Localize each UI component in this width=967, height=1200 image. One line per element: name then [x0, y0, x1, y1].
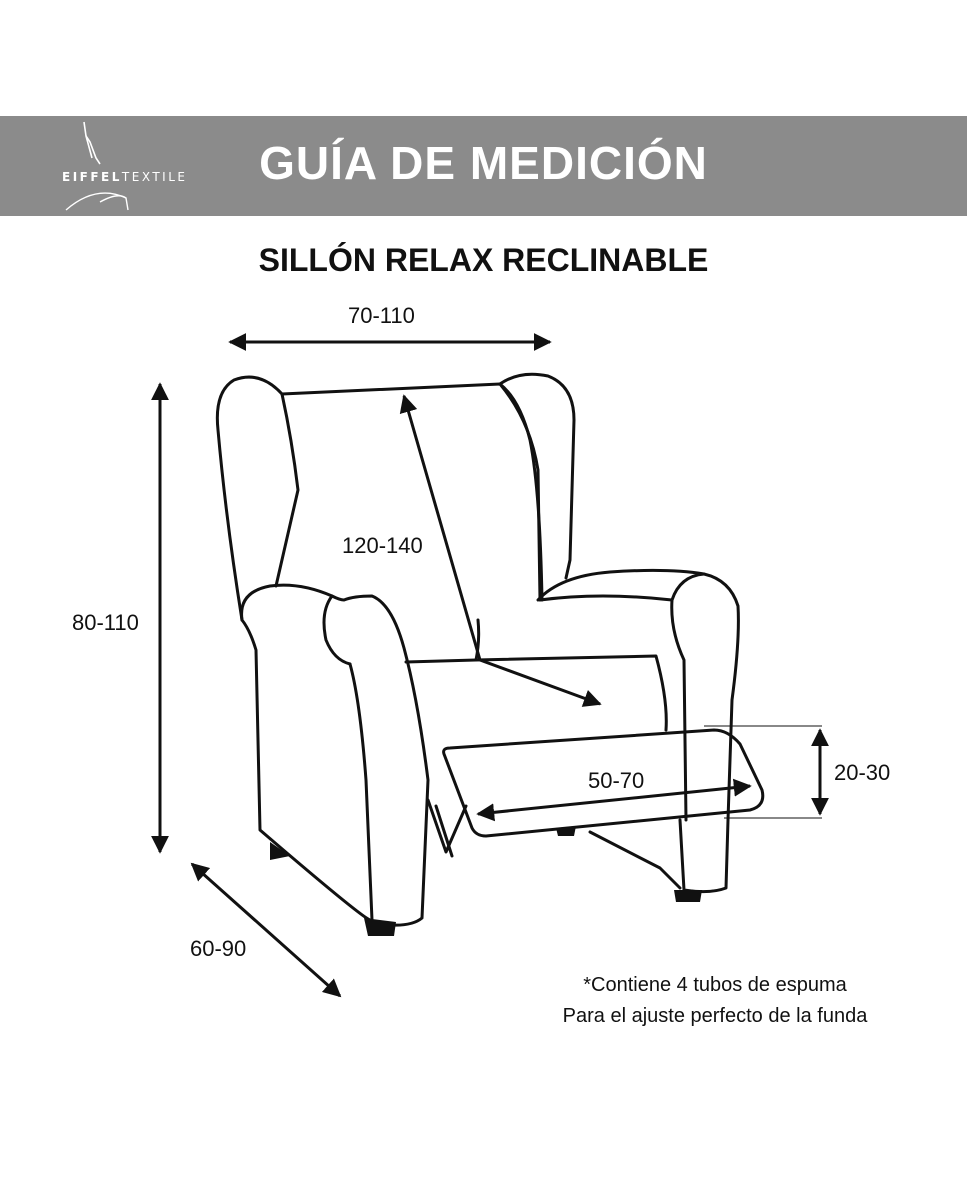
footrest-length-arrow: [476, 778, 752, 822]
page-title: GUÍA DE MEDICIÓN: [259, 137, 708, 189]
chair-right-armrest: [536, 568, 740, 894]
height-label: 80-110: [72, 610, 139, 635]
header-banner: [0, 116, 967, 216]
foam-tubes-note: *Contiene 4 tubos de espuma Para el ajus…: [520, 970, 910, 1032]
depth-arrow: [190, 862, 342, 998]
seat-depth-arrow: [399, 394, 602, 707]
chair-footrest: [442, 728, 765, 838]
chair-seat: [404, 654, 668, 732]
footrest-height-label: 20-30: [834, 760, 891, 785]
product-name: SILLÓN RELAX RECLINABLE: [258, 242, 709, 278]
brand-name-light: TEXTILE: [121, 170, 188, 184]
note-line-1: *Contiene 4 tubos de espuma: [583, 974, 847, 996]
eiffel-tower-logo-icon: [65, 121, 129, 211]
chair-feet: [270, 826, 702, 936]
note-line-2: Para el ajuste perfecto de la funda: [562, 1005, 868, 1027]
brand-name-bold: EIFFEL: [62, 170, 122, 184]
width-label: 70-110: [348, 303, 415, 328]
brand-wordmark: EIFFELTEXTILE: [62, 170, 187, 184]
footrest-length-label: 50-70: [588, 768, 645, 793]
chair-left-wing: [215, 375, 284, 622]
seat-depth-label: 120-140: [342, 533, 423, 558]
chair-left-armrest: [240, 583, 430, 927]
depth-label: 60-90: [190, 936, 247, 961]
